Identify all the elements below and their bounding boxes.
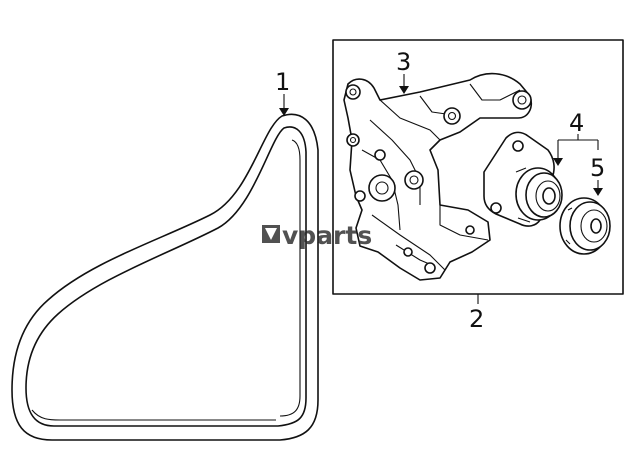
gear-logo-icon [262,225,280,243]
callout-1: 1 [275,68,290,96]
watermark: vparts [262,221,372,250]
callout-4: 4 [569,109,584,137]
callout-2: 2 [469,305,484,333]
watermark-text: vparts [282,221,372,250]
tensioner-pulley [483,131,563,227]
drive-belt [11,113,319,441]
callout-3: 3 [396,48,411,76]
mounting-bracket [343,72,533,281]
leader-lines [279,74,603,304]
idler-pulley [559,197,611,255]
callout-5: 5 [590,154,605,182]
